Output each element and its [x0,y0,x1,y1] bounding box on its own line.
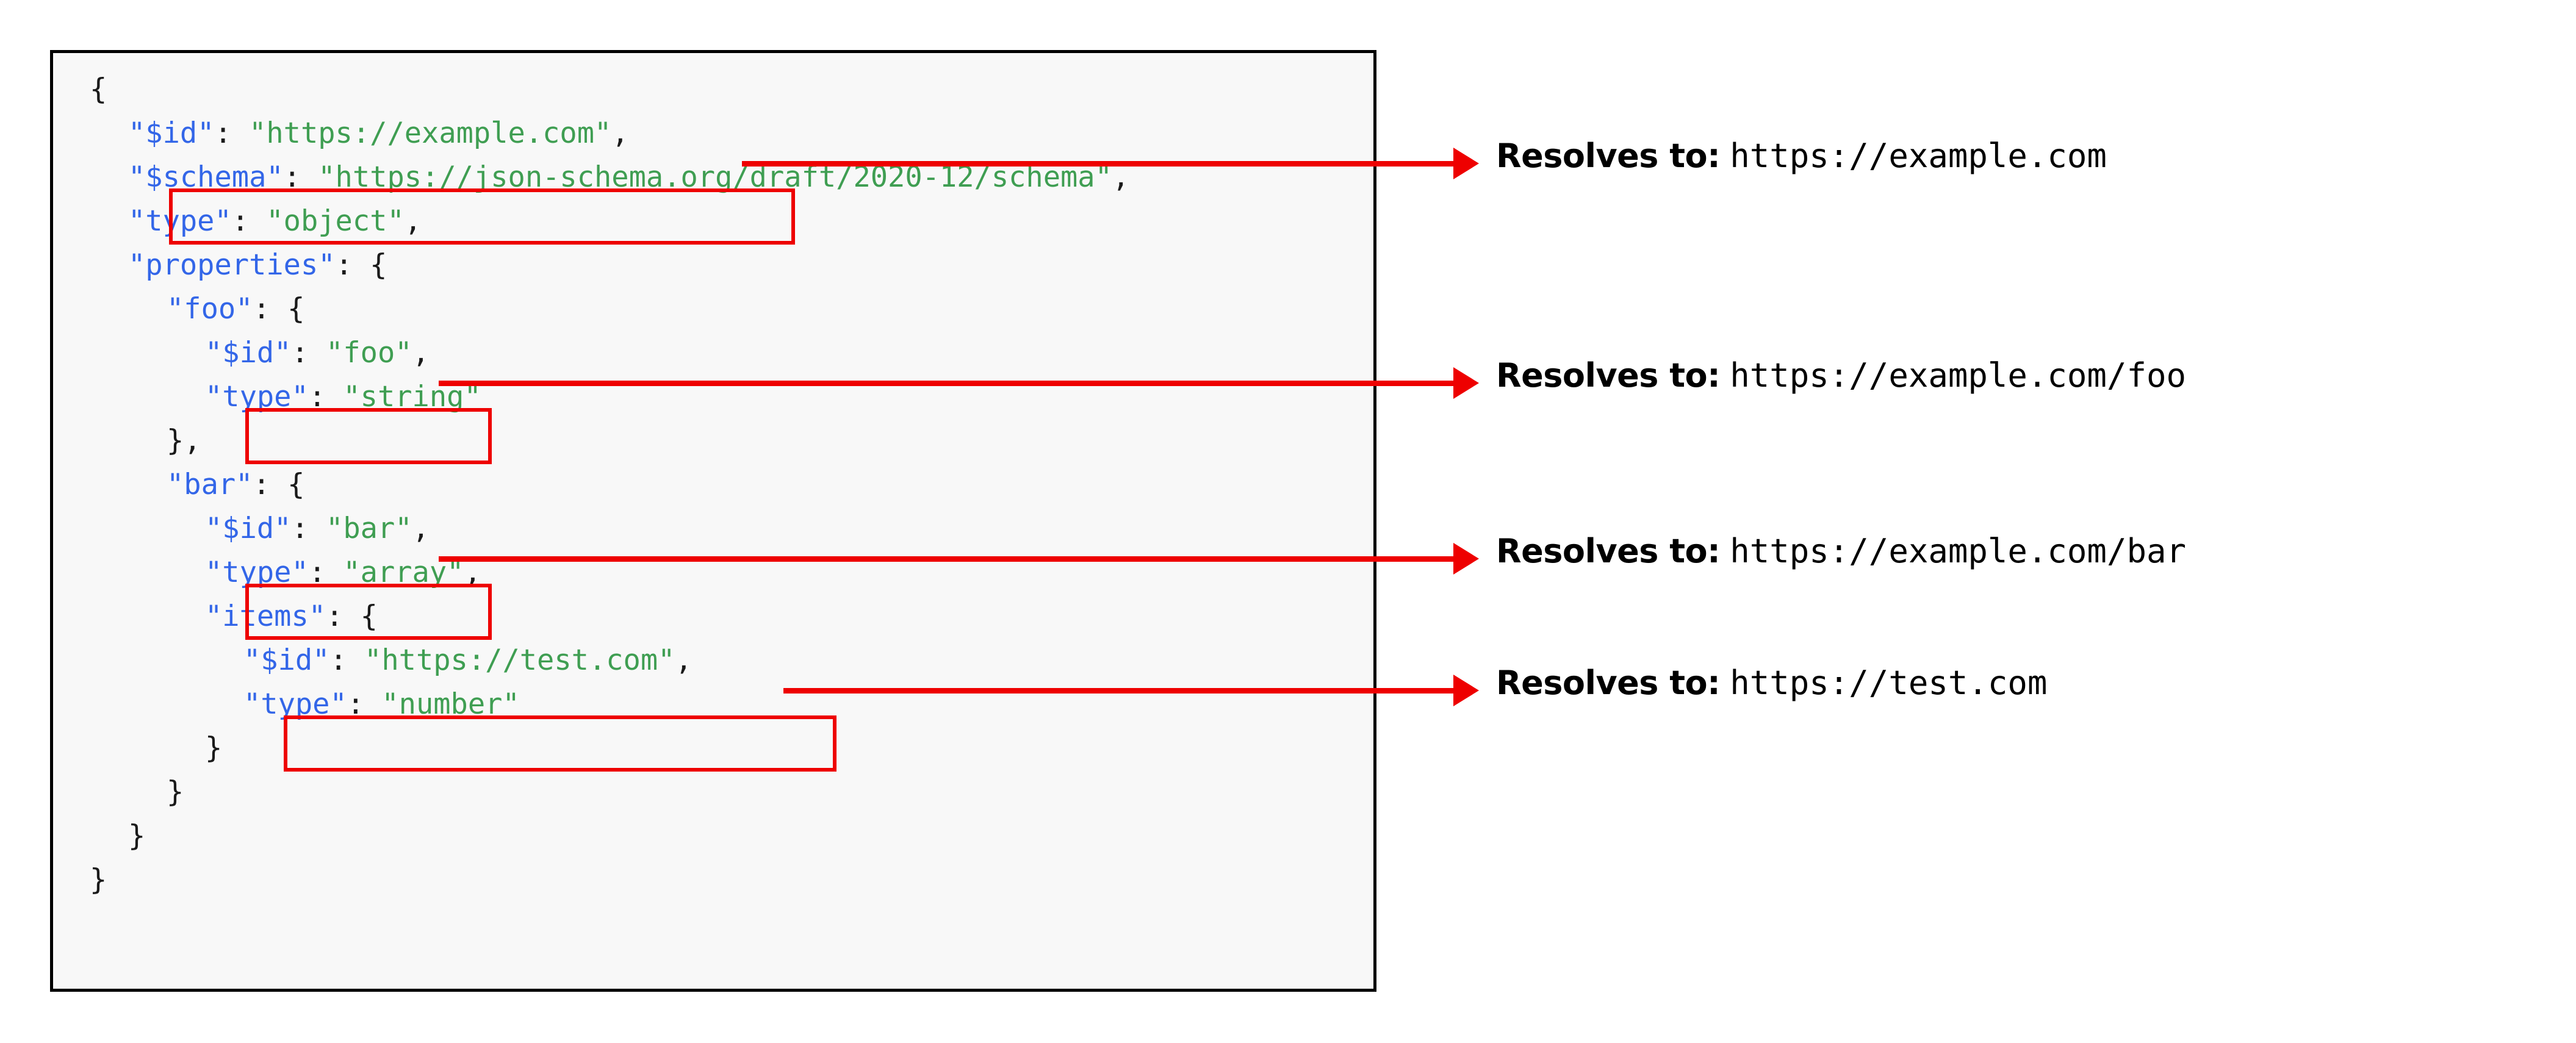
json-string: "foo" [326,336,412,370]
code-line: "$id": "foo", [205,331,430,375]
resolves-root-arrow-line [742,161,1453,167]
resolves-bar-label: Resolves to: [1496,532,1721,570]
resolves-foo-label: Resolves to: [1496,356,1721,395]
json-punctuation: } [205,731,223,765]
json-string: "bar" [326,512,412,545]
resolves-bar-arrow-line [439,556,1453,562]
json-punctuation: : [231,204,267,238]
json-punctuation: : { [335,248,387,282]
resolves-foo: Resolves to:https://example.com/foo [1496,356,2186,395]
code-line: "properties": { [128,243,387,287]
resolves-foo-arrow-head [1453,367,1479,399]
json-punctuation: : [291,336,326,370]
code-line: } [90,858,107,902]
json-key: "items" [205,600,326,633]
json-punctuation: : { [326,600,378,633]
resolves-items-label: Resolves to: [1496,664,1721,702]
json-key: "type" [205,556,309,589]
json-key: "type" [128,204,232,238]
code-line: "type": "object", [128,199,422,243]
json-punctuation: : [283,160,318,194]
json-key: "type" [205,380,309,414]
json-punctuation: , [412,336,430,370]
json-punctuation: : [308,380,344,414]
json-key: "type" [243,687,347,721]
resolves-root-label: Resolves to: [1496,137,1721,175]
code-block: { "$id": "https://example.com", "$schema":… [53,53,1373,989]
json-punctuation: , [675,643,693,677]
json-punctuation: : [291,512,326,545]
json-string: "number" [381,687,520,721]
code-line: "$id": "bar", [205,507,430,551]
code-line: { [90,68,107,112]
code-line: "bar": { [167,463,304,507]
json-punctuation: : { [253,292,305,326]
code-line: } [128,814,145,858]
resolves-items-arrow-head [1453,675,1479,706]
resolves-items-url: https://test.com [1730,664,2048,702]
code-line: "foo": { [167,287,304,331]
json-punctuation: : { [253,468,305,501]
code-line: "items": { [205,595,378,639]
resolves-foo-url: https://example.com/foo [1730,356,2186,395]
json-punctuation: } [128,819,146,853]
code-line: }, [167,419,201,463]
json-punctuation: { [90,73,107,106]
json-punctuation: , [404,204,422,238]
resolves-bar-url: https://example.com/bar [1730,532,2186,570]
json-punctuation: } [90,863,107,897]
json-punctuation: : [214,116,250,150]
json-punctuation: , [412,512,430,545]
code-line: "type": "array", [205,551,481,595]
json-punctuation: } [167,775,184,809]
json-key: "$id" [128,116,215,150]
json-key: "bar" [167,468,253,501]
json-key: "$schema" [128,160,284,194]
code-line: } [167,770,184,814]
json-punctuation: , [611,116,629,150]
json-punctuation: }, [167,424,201,457]
json-string: "https://test.com" [364,643,675,677]
json-key: "$id" [205,336,292,370]
json-key: "foo" [167,292,253,326]
resolves-bar-arrow-head [1453,543,1479,575]
resolves-root: Resolves to:https://example.com [1496,137,2107,175]
json-key: "$id" [243,643,330,677]
code-line: "$id": "https://test.com", [243,639,693,683]
json-punctuation: : [308,556,344,589]
resolves-items-arrow-line [783,688,1453,694]
json-punctuation: : [347,687,382,721]
json-string: "https://example.com" [249,116,612,150]
resolves-foo-arrow-line [439,381,1453,386]
code-line: } [205,726,222,770]
code-line: "$id": "https://example.com", [128,112,629,156]
resolves-root-arrow-head [1453,148,1479,179]
json-key: "properties" [128,248,336,282]
resolves-root-url: https://example.com [1730,137,2107,175]
resolves-items: Resolves to:https://test.com [1496,664,2047,702]
resolves-bar: Resolves to:https://example.com/bar [1496,532,2186,570]
json-punctuation: : [329,643,365,677]
json-string: "object" [266,204,405,238]
json-key: "$id" [205,512,292,545]
code-line: "type": "number" [243,683,520,726]
json-schema-code-panel: { "$id": "https://example.com", "$schema":… [50,50,1376,992]
